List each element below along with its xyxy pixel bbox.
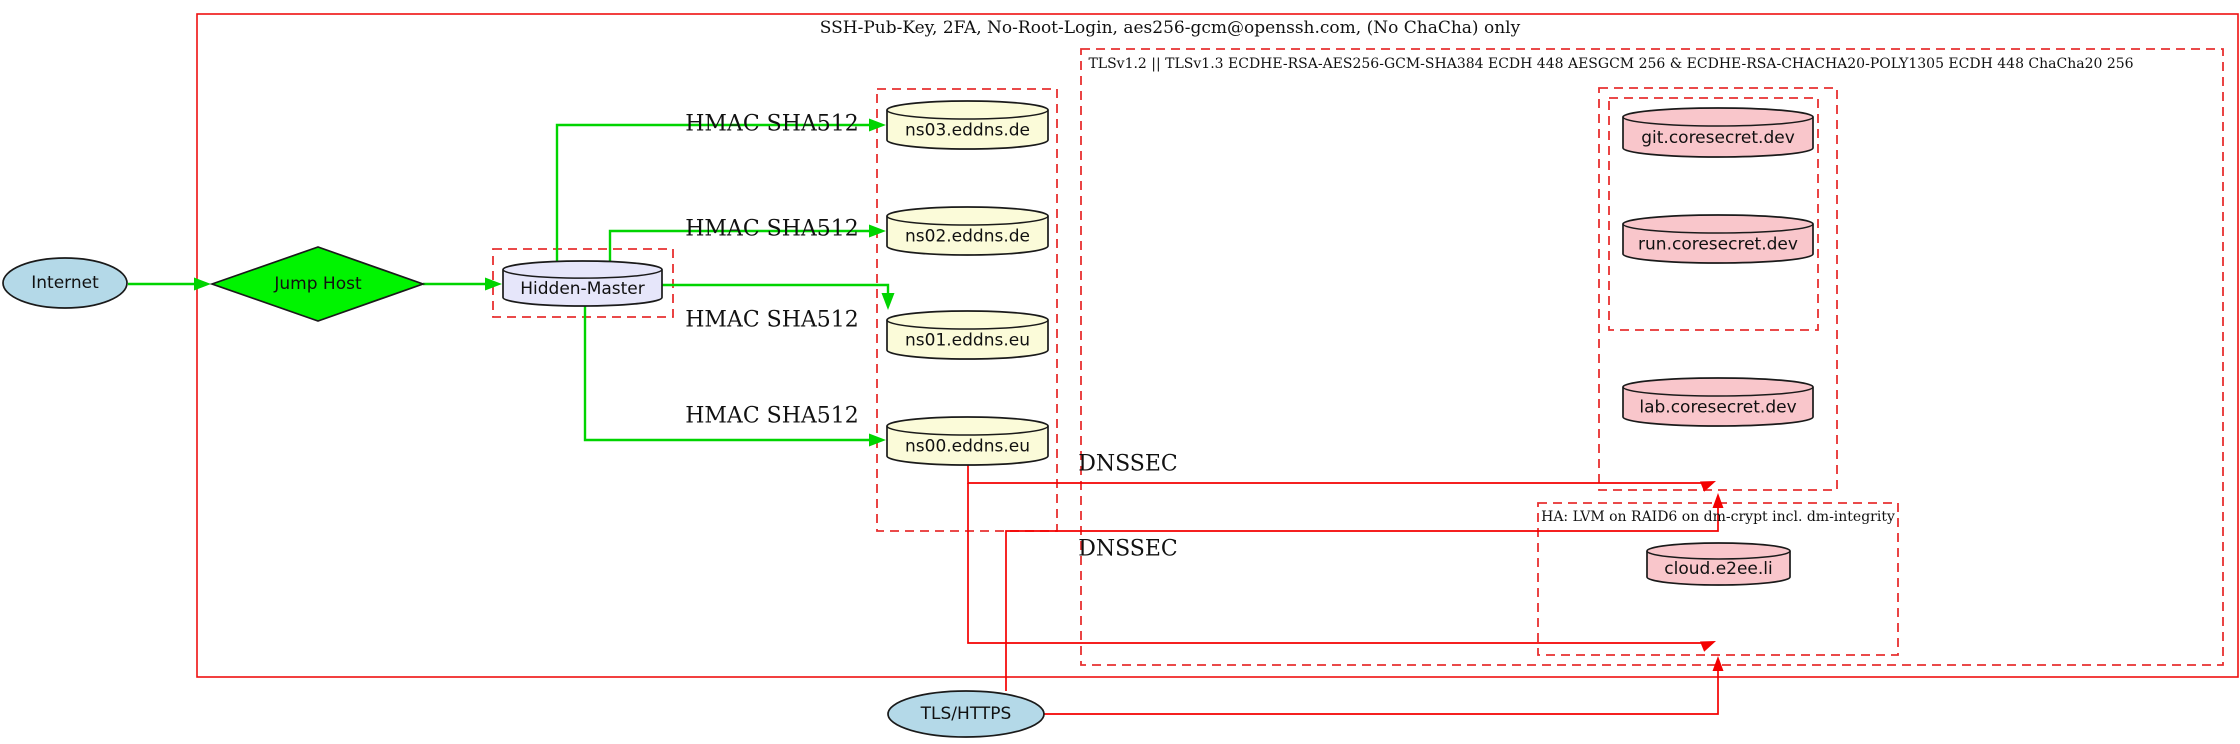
edge-label-hmac-ns03: HMAC SHA512: [685, 112, 859, 137]
edge-hiddenmaster-to-ns01: [662, 283, 895, 310]
cluster-dns-box: [876, 88, 1058, 532]
node-jump-host: Jump Host: [209, 246, 426, 322]
edge-label-hmac-ns02: HMAC SHA512: [685, 217, 859, 242]
cluster-ssh-label: SSH-Pub-Key, 2FA, No-Root-Login, aes256-…: [820, 18, 1521, 38]
cluster-tls-label: TLSv1.2 || TLSv1.3 ECDHE-RSA-AES256-GCM-…: [1088, 56, 2133, 72]
edge-dnssec-to-ha: [967, 483, 1716, 652]
node-internet: Internet: [2, 257, 128, 309]
node-run-coresecret-label: run.coresecret.dev: [1638, 235, 1798, 255]
node-tls-https-label: TLS/HTTPS: [920, 704, 1012, 724]
cluster-coresecret-inner-box: [1608, 97, 1819, 331]
node-tls-https: TLS/HTTPS: [887, 690, 1045, 738]
node-ns01: ns01.eddns.eu: [886, 310, 1049, 360]
cluster-ha-label: HA: LVM on RAID6 on dm-crypt incl. dm-in…: [1541, 509, 1895, 525]
edge-tls-to-ha: [1044, 656, 1724, 715]
node-git-coresecret: git.coresecret.dev: [1622, 107, 1814, 158]
node-internet-label: Internet: [31, 273, 99, 293]
node-jump-host-label: Jump Host: [273, 274, 362, 294]
node-ns01-label: ns01.eddns.eu: [905, 331, 1030, 351]
node-lab-coresecret-label: lab.coresecret.dev: [1639, 398, 1796, 418]
edge-hiddenmaster-to-ns03: [555, 118, 886, 261]
edge-hiddenmaster-to-ns00: [583, 306, 886, 447]
node-run-coresecret: run.coresecret.dev: [1622, 214, 1814, 264]
node-cloud-e2ee: cloud.e2ee.li: [1646, 542, 1791, 586]
node-hidden-master-label: Hidden-Master: [520, 279, 645, 299]
node-git-coresecret-label: git.coresecret.dev: [1641, 128, 1795, 148]
edge-label-dnssec-ha: DNSSEC: [1078, 537, 1178, 562]
edge-label-hmac-ns00: HMAC SHA512: [685, 404, 859, 429]
node-ns02: ns02.eddns.de: [886, 206, 1049, 256]
edge-label-dnssec-coresecret: DNSSEC: [1078, 452, 1178, 477]
node-lab-coresecret: lab.coresecret.dev: [1622, 377, 1814, 427]
node-hidden-master: Hidden-Master: [502, 260, 663, 307]
node-ns00: ns00.eddns.eu: [886, 416, 1049, 466]
edge-hiddenmaster-to-ns02: [608, 224, 886, 261]
cluster-tls-box: [1080, 48, 2224, 666]
node-ns03-label: ns03.eddns.de: [905, 121, 1030, 141]
edge-jumphost-to-hiddenmaster: [423, 277, 502, 291]
hidden-master-box: [492, 248, 674, 318]
edge-label-hmac-ns01: HMAC SHA512: [685, 308, 859, 333]
cluster-ssh-box: [196, 13, 2239, 678]
node-ns03: ns03.eddns.de: [886, 100, 1049, 150]
node-ns02-label: ns02.eddns.de: [905, 227, 1030, 247]
node-cloud-e2ee-label: cloud.e2ee.li: [1664, 559, 1772, 579]
cluster-coresecret-outer-box: [1598, 87, 1838, 491]
node-ns00-label: ns00.eddns.eu: [905, 437, 1030, 457]
edge-tls-to-coresecret: [1005, 493, 1724, 691]
edge-internet-to-jumphost: [128, 277, 211, 291]
